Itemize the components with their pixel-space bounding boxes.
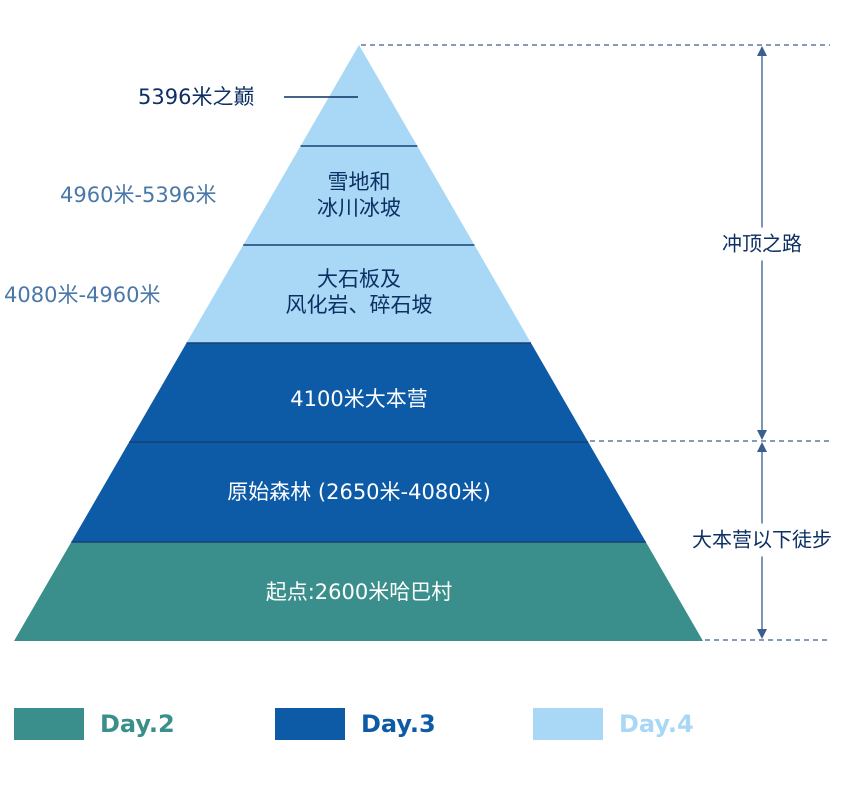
- layer-base-camp: [129, 343, 589, 442]
- legend-label-day4: Day.4: [619, 710, 694, 738]
- summit-label: 5396米之巅: [138, 84, 255, 109]
- phase-label-summit-push: 冲顶之路: [722, 227, 802, 261]
- legend-swatch-day4: [533, 708, 603, 740]
- layer-start-village: [14, 542, 703, 641]
- layer-label-base-camp: 4100米大本营: [290, 386, 428, 411]
- arrow-up-icon: [757, 442, 767, 452]
- layer-slab-rock: [186, 245, 531, 343]
- layer-label-primeval-forest: 原始森林 (2650米-4080米): [227, 479, 491, 504]
- layer-label-start-village: 起点:2600米哈巴村: [265, 579, 453, 604]
- layer-snow-glacier: [243, 146, 475, 245]
- legend-swatch-day2: [14, 708, 84, 740]
- arrow-down-icon: [757, 430, 767, 440]
- arrow-up-icon: [757, 46, 767, 56]
- legend-swatch-day3: [275, 708, 345, 740]
- altitude-range-upper: 4960米-5396米: [60, 182, 217, 207]
- legend-label-day2: Day.2: [100, 710, 175, 738]
- altitude-range-middle: 4080米-4960米: [4, 282, 161, 307]
- phase-label-below-camp: 大本营以下徒步: [692, 523, 832, 557]
- layer-summit: [300, 45, 418, 146]
- layer-label-slab-rock: 大石板及 风化岩、碎石坡: [285, 266, 433, 317]
- arrow-down-icon: [757, 629, 767, 639]
- layer-label-snow-glacier: 雪地和 冰川冰坡: [317, 169, 401, 220]
- layer-primeval-forest: [71, 442, 646, 542]
- legend-label-day3: Day.3: [361, 710, 436, 738]
